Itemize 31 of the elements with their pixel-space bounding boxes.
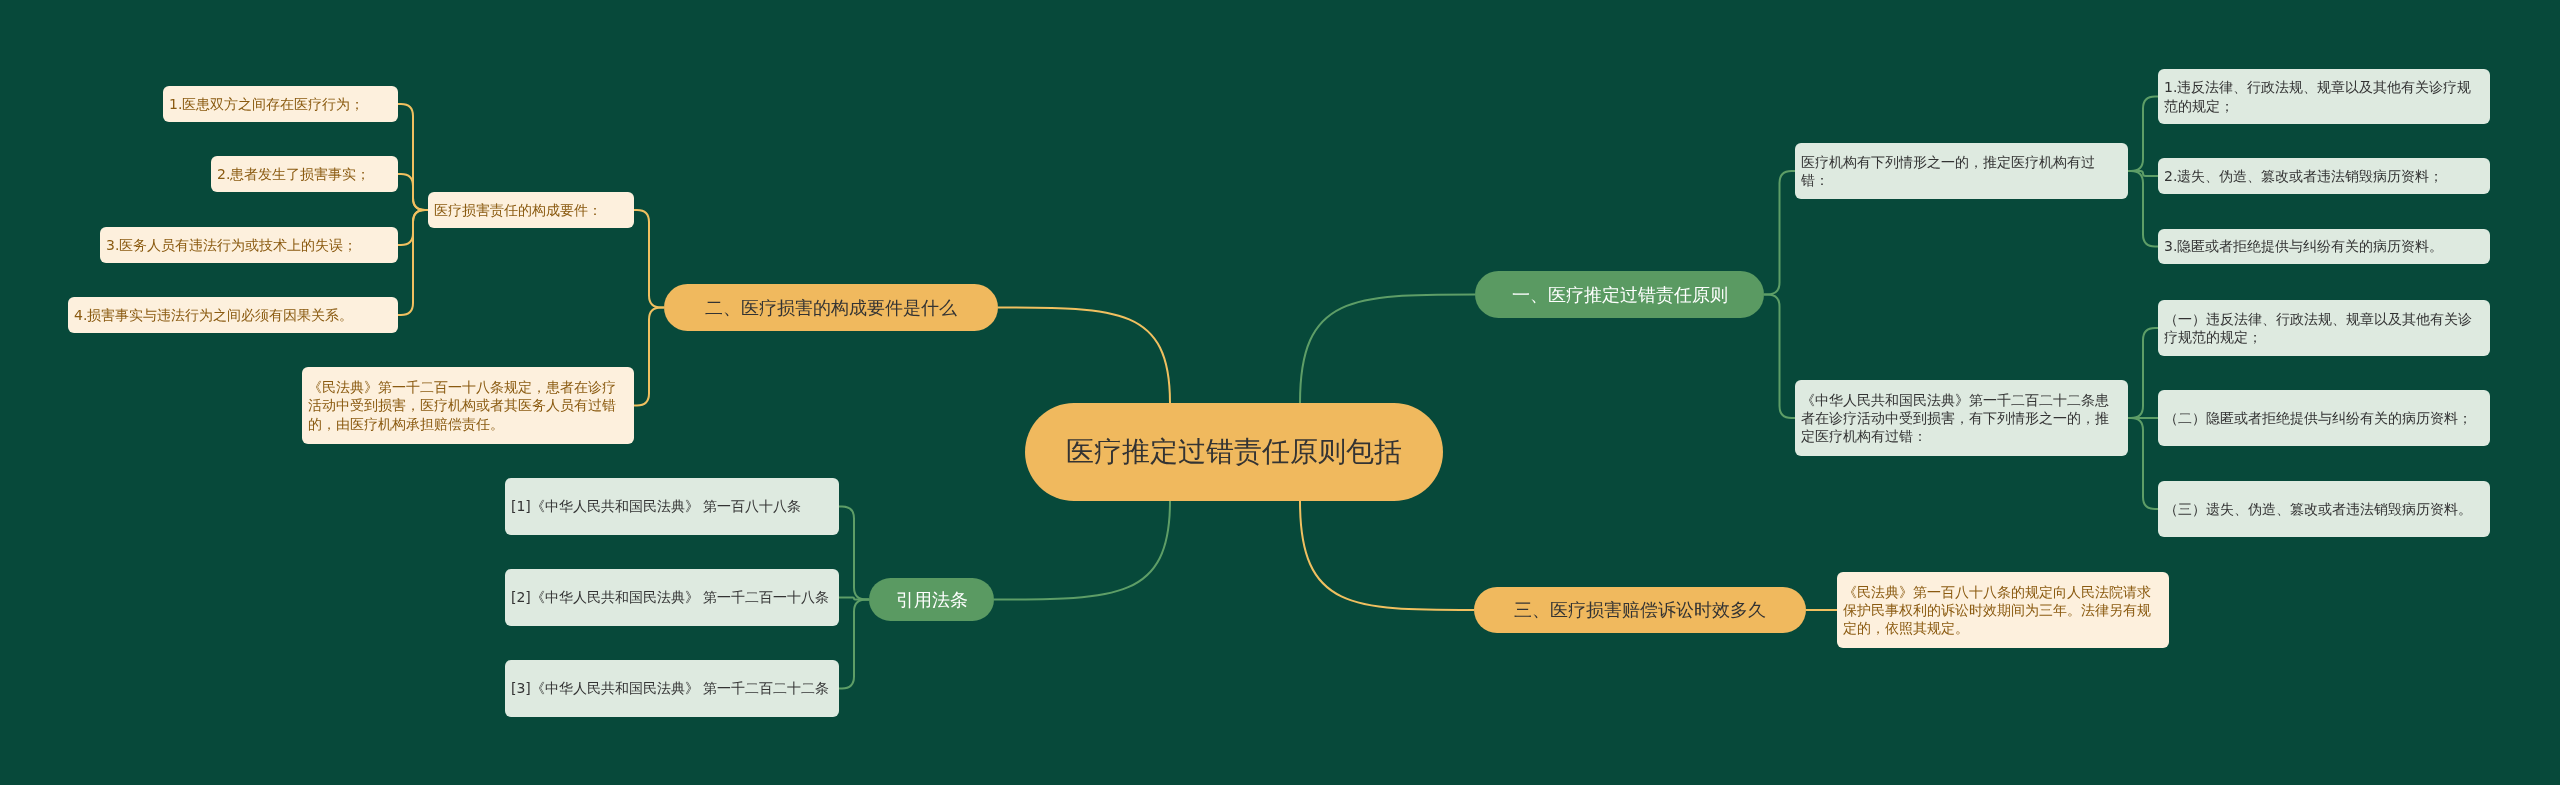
- connector-line: [1763, 293, 1796, 419]
- branch-topic: 二、医疗损害的构成要件是什么: [664, 284, 998, 331]
- subtopic-box: 2.患者发生了损害事实；: [211, 156, 398, 192]
- branch-topic: 三、医疗损害赔偿诉讼时效多久: [1474, 587, 1806, 633]
- subtopic-box: [3]《中华人民共和国民法典》 第一千二百二十二条: [505, 660, 839, 717]
- subtopic-box: 4.损害事实与违法行为之间必须有因果关系。: [68, 297, 398, 333]
- subtopic-box: 《中华人民共和国民法典》第一千二百二十二条患者在诊疗活动中受到损害，有下列情形之一的，推定医疗机构有过错：: [1795, 380, 2128, 456]
- subtopic-box: 1.违反法律、行政法规、规章以及其他有关诊疗规范的规定；: [2158, 69, 2490, 124]
- connector-line: [838, 598, 870, 690]
- branch-topic: 引用法条: [869, 578, 994, 621]
- subtopic-box: 3.医务人员有违法行为或技术上的失误；: [100, 227, 398, 263]
- connector-line: [993, 500, 1171, 601]
- subtopic-box: [1]《中华人民共和国民法典》 第一百八十八条: [505, 478, 839, 535]
- branch-topic: 一、医疗推定过错责任原则: [1475, 271, 1764, 318]
- subtopic-box: 《民法典》第一百八十八条的规定向人民法院请求保护民事权利的诉讼时效期间为三年。法律另有规定的，依照其规定。: [1837, 572, 2169, 648]
- subtopic-box: （三）遗失、伪造、篡改或者违法销毁病历资料。: [2158, 481, 2490, 537]
- subtopic-box: （二）隐匿或者拒绝提供与纠纷有关的病历资料；: [2158, 390, 2490, 446]
- connector-line: [1299, 500, 1475, 611]
- subtopic-box: 医疗机构有下列情形之一的，推定医疗机构有过错：: [1795, 143, 2128, 199]
- central-topic: 医疗推定过错责任原则包括: [1025, 403, 1443, 501]
- subtopic-box: 2.遗失、伪造、篡改或者违法销毁病历资料；: [2158, 158, 2490, 194]
- subtopic-box: （一）违反法律、行政法规、规章以及其他有关诊疗规范的规定；: [2158, 300, 2490, 356]
- subtopic-box: [2]《中华人民共和国民法典》 第一千二百一十八条: [505, 569, 839, 626]
- subtopic-box: 《民法典》第一千二百一十八条规定，患者在诊疗活动中受到损害，医疗机构或者其医务人员有过错的，由医疗机构承担赔偿责任。: [302, 367, 634, 444]
- connector-line: [633, 306, 665, 407]
- subtopic-box: 3.隐匿或者拒绝提供与纠纷有关的病历资料。: [2158, 229, 2490, 264]
- connector-line: [997, 306, 1171, 404]
- subtopic-box: 医疗损害责任的构成要件：: [428, 192, 634, 228]
- connector-line: [1805, 609, 1838, 611]
- subtopic-box: 1.医患双方之间存在医疗行为；: [163, 86, 398, 122]
- connector-line: [1299, 293, 1476, 404]
